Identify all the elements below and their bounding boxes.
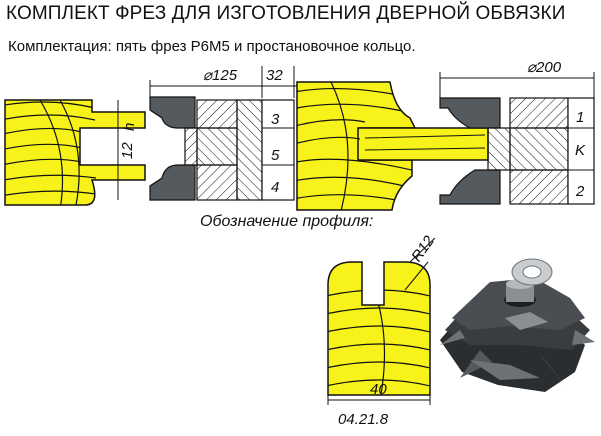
page-subtitle: Комплектация: пять фрез Р6М5 и простанов… [8, 38, 416, 55]
profile-radius-label: R12 [408, 232, 438, 265]
profile-caption: Обозначение профиля: [200, 213, 374, 230]
left-cutter-5: 5 [271, 147, 280, 164]
cutter-set-illustration [440, 258, 595, 392]
left-width-label: 32 [266, 67, 283, 84]
right-workpiece [296, 81, 489, 211]
right-diameter-dimension [439, 72, 595, 98]
left-cutter-3: 3 [271, 111, 280, 128]
right-cutter-1: 1 [576, 109, 584, 126]
profile-shape [327, 237, 436, 396]
right-cutter-k: K [575, 142, 586, 159]
left-h-label: h [121, 123, 138, 131]
left-workpiece [4, 99, 146, 206]
page-title: КОМПЛЕКТ ФРЕЗ ДЛЯ ИЗГОТОВЛЕНИЯ ДВЕРНОЙ О… [6, 3, 566, 24]
right-cutter-2: 2 [575, 183, 585, 200]
left-cutter-4: 4 [271, 179, 279, 196]
right-diameter-label: ⌀200 [527, 59, 562, 76]
left-diameter-dimension [149, 66, 300, 98]
right-cutter-body [439, 97, 595, 205]
left-height-dimension [110, 100, 140, 200]
left-cutter-body [149, 96, 295, 201]
profile-width-label: 40 [370, 381, 387, 398]
left-diameter-label: ⌀125 [203, 67, 238, 84]
left-assembly: h 12 3 5 4 ⌀125 32 [4, 66, 300, 206]
left-12-label: 12 [119, 142, 136, 159]
right-assembly: 1 K 2 ⌀200 [296, 59, 595, 211]
profile-code: 04.21.8 [338, 411, 389, 428]
profile-width-dimension [327, 395, 431, 405]
